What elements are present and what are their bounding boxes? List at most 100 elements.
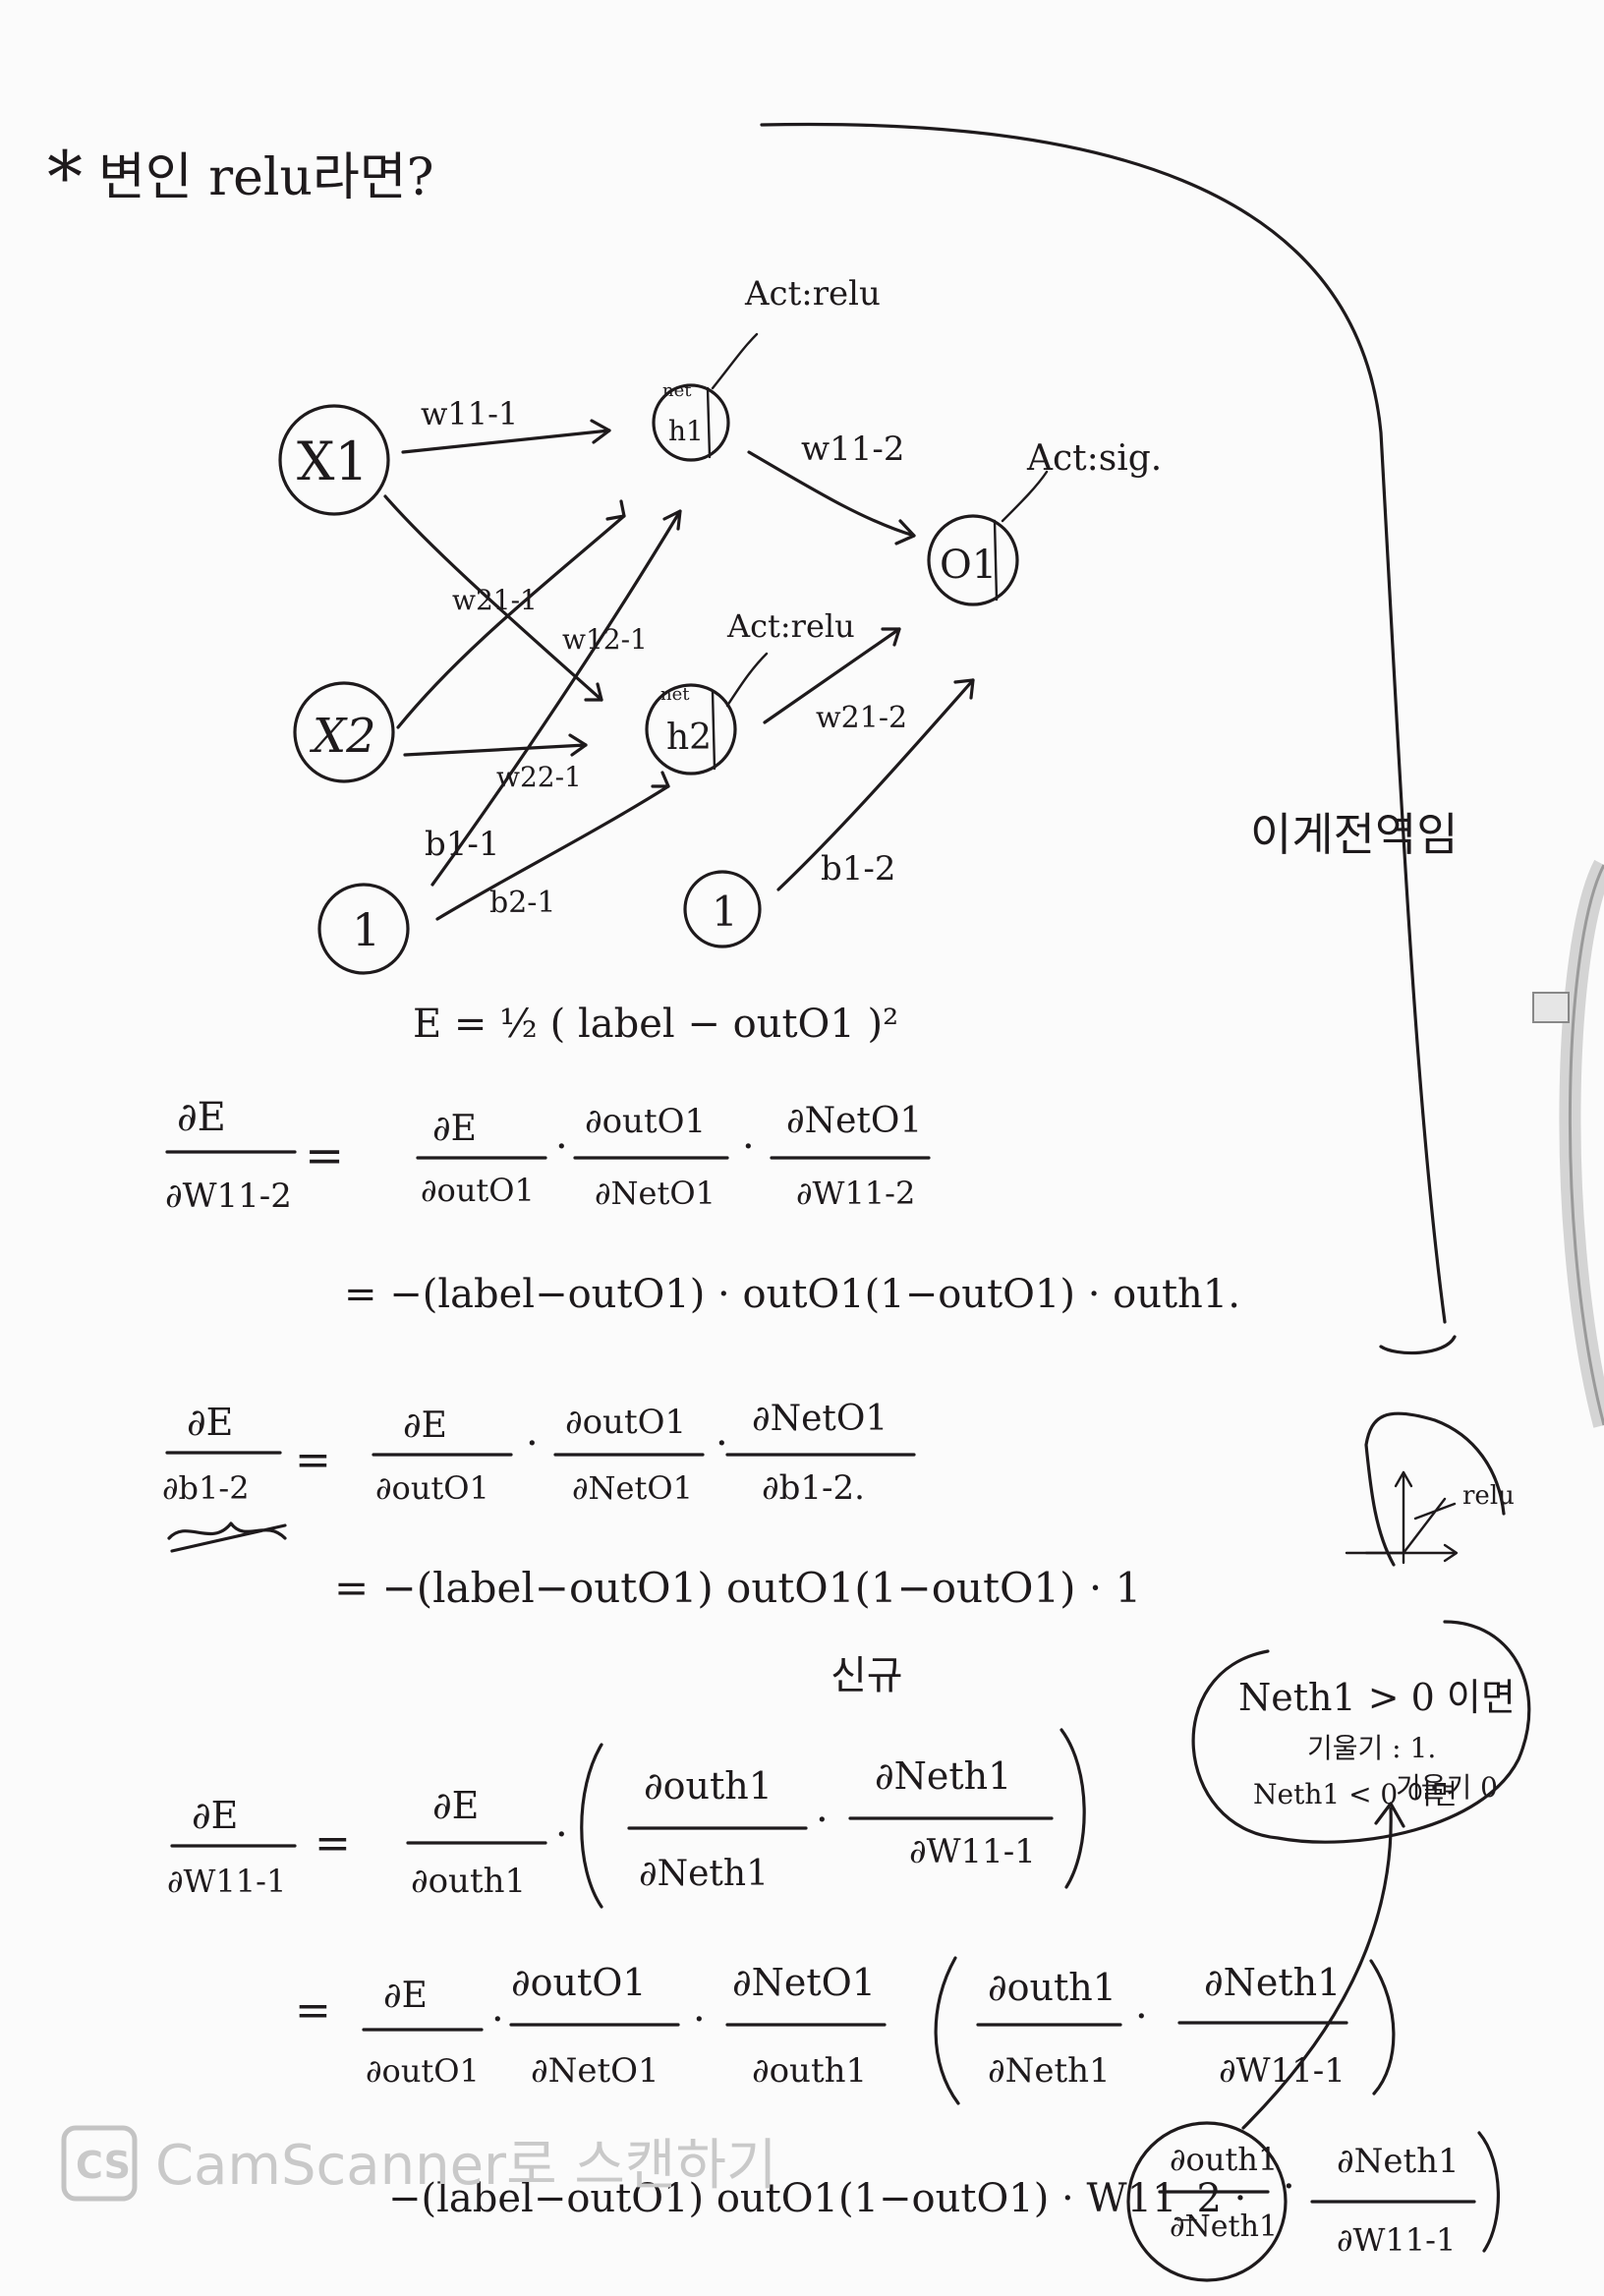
weight-w21-1: w21-1 (452, 584, 538, 616)
relu-graph-label: relu (1462, 1481, 1515, 1511)
frac-num: ∂E (187, 1401, 233, 1444)
watermark-badge: CS (76, 2144, 131, 2187)
relu-note-line4: 기울기 0 (1396, 1771, 1498, 1804)
frac-den: ∂outh1 (752, 2051, 867, 2091)
svg-text:=: = (295, 1435, 331, 1485)
node-o1 (927, 514, 1019, 606)
edges (383, 419, 975, 921)
svg-text:·: · (555, 1812, 568, 1858)
node-bias-2 (683, 870, 762, 948)
frac-den: ∂W11-2 (796, 1175, 915, 1212)
frac-den: ∂Neth1 (988, 2051, 1111, 2091)
node-h2-label: h2 (666, 718, 712, 758)
derivation-4: = ∂E ∂outO1 · ∂outO1 ∂NetO1 · ∂NetO1 ∂ou… (295, 1956, 1396, 2105)
page-title: 변인 relu라면? (98, 148, 434, 207)
frac-den: ∂Neth1 (1170, 2210, 1278, 2244)
frac-num: ∂Neth1 (875, 1754, 1011, 1798)
frac-num: ∂outh1 (644, 1764, 773, 1808)
frac-den: ∂b1-2 (162, 1469, 250, 1507)
new-label: 신규 (831, 1653, 903, 1698)
frac-den: ∂outh1 (411, 1862, 526, 1901)
node-h2-net: net (660, 684, 690, 705)
svg-text:·: · (816, 1798, 829, 1843)
weight-b2-1: b2-1 (489, 886, 556, 920)
frac-den: ∂W11-1 (909, 1832, 1036, 1871)
node-x1-label: X1 (297, 430, 369, 492)
title-star: * (47, 136, 83, 218)
frac-den: ∂b1-2. (762, 1468, 865, 1508)
h1-activation: Act:relu (744, 274, 881, 314)
frac-num: ∂NetO1 (786, 1101, 922, 1141)
svg-text:·: · (742, 1124, 755, 1170)
derivation-1-result: = −(label−outO1) · outO1(1−outO1) · outh… (344, 1272, 1240, 1317)
watermark-text: CamScanner로 스캔하기 (155, 2134, 776, 2198)
scribble (167, 1521, 287, 1553)
node-bias-1 (317, 883, 410, 975)
weight-w11-1: w11-1 (421, 395, 518, 432)
svg-text:=: = (295, 1985, 331, 2036)
frac-den: ∂outO1 (421, 1172, 535, 1209)
node-x2 (293, 681, 395, 783)
frac-den: ∂W11-1 (167, 1863, 286, 1900)
derivation-1: ∂E ∂W11-2 = ∂E ∂outO1 · ∂outO1 ∂NetO1 · … (165, 1095, 1240, 1317)
svg-text:·: · (491, 1997, 504, 2042)
node-h1-label: h1 (668, 415, 704, 447)
frac-num: ∂outO1 (565, 1403, 686, 1442)
node-h1-net: net (662, 380, 692, 401)
frac-num: ∂outO1 (511, 1961, 647, 2004)
frac-num: ∂E (177, 1095, 226, 1140)
frac-den: ∂outO1 (366, 2052, 480, 2090)
scanner-watermark: CS CamScanner로 스캔하기 (61, 2125, 776, 2202)
frac-num: ∂E (383, 1976, 428, 2016)
svg-text:·: · (555, 1124, 568, 1170)
relu-note-line2: 기울기 : 1. (1307, 1732, 1436, 1764)
frac-num: ∂outO1 (585, 1102, 706, 1141)
frac-num: ∂E (403, 1406, 447, 1446)
frac-num: ∂E (432, 1784, 479, 1827)
node-x2-label: X2 (309, 709, 376, 764)
node-bias-1-label: 1 (352, 903, 380, 956)
relu-note-line3: Neth1 < 0 이면 (1253, 1778, 1458, 1810)
weight-w12-1: w12-1 (562, 623, 648, 656)
svg-text:=: = (315, 1818, 351, 1868)
frac-num: ∂E (192, 1794, 238, 1837)
o1-activation: Act:sig. (1026, 438, 1162, 479)
error-equation: E = ½ ( label − outO1 )² (413, 1002, 898, 1047)
frac-num: ∂NetO1 (752, 1399, 888, 1439)
svg-text:=: = (305, 1128, 344, 1183)
derivation-3: ∂E ∂W11-1 = ∂E ∂outh1 · ∂outh1 ∂Neth1 · … (167, 1728, 1086, 1909)
bracket-curve (760, 122, 1447, 1324)
frac-num: ∂NetO1 (732, 1961, 876, 2004)
relu-note-line1: Neth1 > 0 이면 (1238, 1676, 1516, 1719)
weight-w22-1: w22-1 (496, 761, 582, 793)
frac-den: ∂outO1 (375, 1469, 489, 1507)
frac-den: ∂W11-1 (1337, 2221, 1456, 2259)
frac-num: ∂Neth1 (1204, 1961, 1341, 2004)
svg-text:·: · (526, 1421, 539, 1466)
bracket-tail (1379, 1335, 1457, 1355)
h2-activation: Act:relu (726, 607, 855, 645)
node-bias-2-label: 1 (712, 888, 738, 936)
svg-text:·: · (1283, 2164, 1295, 2210)
weight-w21-2: w21-2 (816, 701, 907, 735)
frac-den: ∂W11-2 (165, 1177, 292, 1216)
node-h2 (645, 683, 737, 775)
frac-num: ∂outh1 (1170, 2141, 1278, 2178)
frac-den: ∂NetO1 (572, 1469, 693, 1507)
svg-text:·: · (693, 1997, 706, 2042)
frac-num: ∂Neth1 (1337, 2142, 1460, 2181)
node-h1 (652, 383, 730, 462)
cable-photo-artifact (1532, 859, 1604, 1428)
frac-num: ∂outh1 (988, 1966, 1117, 2009)
relu-note: Neth1 > 0 이면 기울기 : 1. Neth1 < 0 이면 기울기 0 (1191, 1620, 1531, 1844)
weight-b1-1: b1-1 (425, 825, 500, 864)
frac-den: ∂Neth1 (639, 1854, 769, 1894)
svg-text:·: · (1135, 1994, 1148, 2039)
derivation-5-result: −(label−outO1) outO1(1−outO1) · W11_2 · (388, 2176, 1246, 2221)
derivation-5: −(label−outO1) outO1(1−outO1) · W11_2 · … (388, 1802, 1500, 2282)
svg-text:·: · (716, 1421, 728, 1466)
derivation-2-result: = −(label−outO1) outO1(1−outO1) · 1 (334, 1564, 1141, 1612)
node-o1-label: O1 (940, 543, 997, 588)
frac-den: ∂NetO1 (595, 1175, 716, 1212)
